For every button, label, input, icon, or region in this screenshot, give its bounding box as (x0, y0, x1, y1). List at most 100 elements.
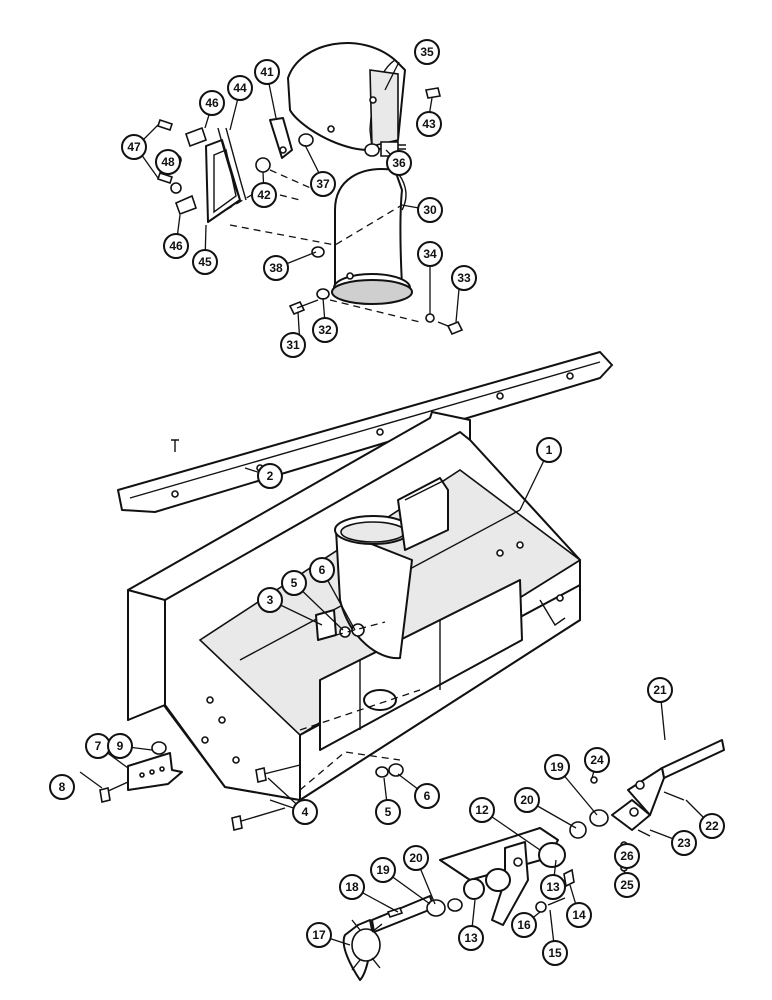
svg-text:20: 20 (520, 793, 534, 807)
callout-25: 25 (614, 872, 640, 898)
callout-18: 18 (339, 874, 365, 900)
svg-text:12: 12 (475, 803, 489, 817)
callout-26: 26 (614, 843, 640, 869)
svg-text:14: 14 (572, 908, 586, 922)
svg-text:46: 46 (169, 239, 183, 253)
svg-text:46: 46 (205, 96, 219, 110)
callout-47: 47 (121, 134, 147, 160)
svg-text:9: 9 (117, 739, 124, 753)
housing-top-strip (117, 351, 613, 513)
chute-seal-bracket (156, 118, 247, 223)
callout-20-right: 20 (514, 787, 540, 813)
svg-text:33: 33 (457, 271, 471, 285)
svg-text:5: 5 (291, 576, 298, 590)
callout-17: 17 (306, 922, 332, 948)
svg-text:5: 5 (385, 805, 392, 819)
callout-23: 23 (671, 830, 697, 856)
callout-13-left: 13 (458, 925, 484, 951)
svg-text:21: 21 (653, 683, 667, 697)
callout-48: 48 (155, 149, 181, 175)
svg-text:30: 30 (423, 203, 437, 217)
svg-text:17: 17 (312, 928, 326, 942)
svg-text:45: 45 (198, 255, 212, 269)
svg-text:31: 31 (286, 338, 300, 352)
svg-text:6: 6 (319, 563, 326, 577)
callout-19-left: 19 (370, 857, 396, 883)
deflector-pivot-hardware (255, 87, 441, 258)
callout-12: 12 (469, 797, 495, 823)
callout-9: 9 (107, 733, 133, 759)
callout-24: 24 (584, 747, 610, 773)
callout-6-upper: 6 (309, 557, 335, 583)
callout-34: 34 (417, 241, 443, 267)
svg-text:36: 36 (392, 156, 406, 170)
svg-text:37: 37 (316, 177, 330, 191)
svg-text:43: 43 (422, 117, 436, 131)
svg-text:4: 4 (302, 805, 309, 819)
svg-text:20: 20 (409, 851, 423, 865)
svg-text:25: 25 (620, 878, 634, 892)
svg-text:38: 38 (269, 261, 283, 275)
callout-15: 15 (542, 940, 568, 966)
callout-22: 22 (699, 813, 725, 839)
svg-text:16: 16 (517, 918, 531, 932)
callout-42: 42 (251, 182, 277, 208)
snowblower-housing (127, 411, 582, 801)
callout-13-right: 13 (540, 874, 566, 900)
callout-45: 45 (192, 249, 218, 275)
svg-text:2: 2 (267, 469, 274, 483)
svg-text:3: 3 (267, 593, 274, 607)
chute-elbow (331, 168, 413, 305)
callout-4: 4 (292, 799, 318, 825)
callout-3: 3 (257, 587, 283, 613)
svg-text:42: 42 (257, 188, 271, 202)
callout-14: 14 (566, 902, 592, 928)
callout-37: 37 (310, 171, 336, 197)
callout-33: 33 (451, 265, 477, 291)
callout-20-left: 20 (403, 845, 429, 871)
svg-text:1: 1 (546, 443, 553, 457)
callout-38: 38 (263, 255, 289, 281)
callout-44: 44 (227, 75, 253, 101)
svg-text:13: 13 (464, 931, 478, 945)
alignment-lines-housing (299, 621, 421, 791)
callout-2: 2 (257, 463, 283, 489)
callout-5-lower: 5 (375, 799, 401, 825)
callout-6-lower: 6 (414, 783, 440, 809)
svg-text:6: 6 (424, 789, 431, 803)
svg-text:34: 34 (423, 247, 437, 261)
svg-text:35: 35 (420, 45, 434, 59)
svg-text:22: 22 (705, 819, 719, 833)
svg-text:44: 44 (233, 81, 247, 95)
callout-21: 21 (647, 677, 673, 703)
callout-8: 8 (49, 774, 75, 800)
svg-text:23: 23 (677, 836, 691, 850)
callout-46-upper: 46 (199, 90, 225, 116)
callout-5-upper: 5 (281, 570, 307, 596)
callout-46-lower: 46 (163, 233, 189, 259)
svg-text:13: 13 (546, 880, 560, 894)
callout-16: 16 (511, 912, 537, 938)
callout-36: 36 (386, 150, 412, 176)
callout-30: 30 (417, 197, 443, 223)
callout-1: 1 (536, 437, 562, 463)
svg-text:7: 7 (95, 739, 102, 753)
callout-35: 35 (414, 39, 440, 65)
skid-shoe (99, 741, 183, 803)
drive-bearing-bracket (439, 827, 575, 926)
svg-text:48: 48 (161, 155, 175, 169)
svg-text:18: 18 (345, 880, 359, 894)
callout-43: 43 (416, 111, 442, 137)
callout-41: 41 (254, 59, 280, 85)
callout-31: 31 (280, 332, 306, 358)
housing-chute-mount-plate (397, 477, 449, 551)
svg-text:26: 26 (620, 849, 634, 863)
callout-7: 7 (85, 733, 111, 759)
svg-text:8: 8 (59, 780, 66, 794)
callout-32: 32 (312, 317, 338, 343)
callout-19-right: 19 (544, 754, 570, 780)
svg-text:15: 15 (548, 946, 562, 960)
svg-text:41: 41 (260, 65, 274, 79)
drive-sprocket-shaft (342, 895, 463, 981)
